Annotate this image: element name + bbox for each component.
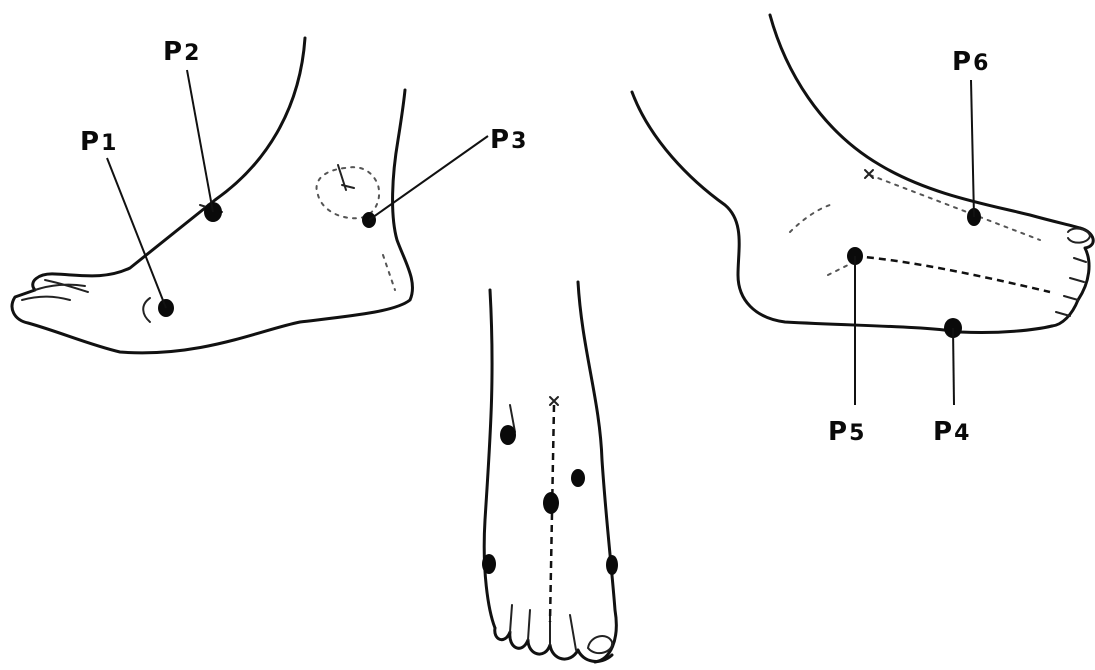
point-p1-letter: P bbox=[80, 127, 99, 157]
point-p2-letter: P bbox=[163, 37, 182, 67]
center-foot-x-mark bbox=[550, 397, 558, 405]
left-foot-heel-dots bbox=[383, 255, 395, 290]
point-p3-label: P3 bbox=[490, 125, 526, 155]
left-foot-ankle-mark bbox=[338, 165, 354, 190]
point-p3-leader bbox=[369, 136, 488, 220]
right-foot-lower-dotted bbox=[828, 265, 848, 275]
point-p3-number: 3 bbox=[511, 129, 526, 154]
center-foot-dot-upper-right bbox=[571, 469, 585, 487]
point-p4-label: P4 bbox=[933, 417, 969, 447]
point-p1-number: 1 bbox=[101, 131, 116, 156]
center-foot-left-outline bbox=[484, 290, 495, 628]
center-foot-toes bbox=[495, 628, 612, 661]
right-foot-top-outline bbox=[770, 15, 1080, 228]
center-foot-figure bbox=[482, 282, 618, 662]
right-foot-arch-dotted bbox=[790, 205, 830, 232]
point-p2-label: P2 bbox=[163, 37, 199, 67]
right-foot-mid-dashed-line bbox=[855, 256, 1050, 292]
point-p4-number: 4 bbox=[954, 421, 969, 446]
point-p2: P2 bbox=[163, 37, 222, 222]
point-p4: P4 bbox=[933, 318, 969, 447]
point-p5-number: 5 bbox=[849, 421, 864, 446]
left-foot-ankle-region bbox=[317, 167, 380, 218]
point-p5: P5 bbox=[828, 247, 864, 447]
center-foot-right-outline bbox=[578, 282, 616, 662]
right-foot-x-mark bbox=[865, 170, 873, 178]
center-foot-big-toe-nail bbox=[588, 636, 612, 653]
point-p4-letter: P bbox=[933, 417, 952, 447]
point-p6-letter: P bbox=[952, 47, 971, 77]
point-p6-label: P6 bbox=[952, 47, 988, 77]
point-p3-letter: P bbox=[490, 125, 509, 155]
point-p2-number: 2 bbox=[184, 41, 199, 66]
center-foot-dot-mid bbox=[543, 492, 559, 514]
point-p3: P3 bbox=[362, 125, 526, 228]
point-p1: P1 bbox=[80, 127, 174, 317]
point-p4-leader bbox=[953, 328, 954, 405]
center-foot-dot-lower-right bbox=[606, 555, 618, 575]
point-p1-leader bbox=[107, 158, 166, 308]
point-p6-leader bbox=[971, 80, 974, 217]
center-foot-dot-upper-left bbox=[500, 425, 516, 445]
left-foot-crease bbox=[143, 298, 150, 322]
point-p6-number: 6 bbox=[973, 51, 988, 76]
left-foot-outline-upper bbox=[12, 38, 412, 353]
point-p2-leader bbox=[187, 70, 213, 212]
right-foot-figure bbox=[632, 15, 1093, 333]
right-foot-upper-dotted-line bbox=[870, 175, 1040, 240]
point-p5-letter: P bbox=[828, 417, 847, 447]
point-p1-label: P1 bbox=[80, 127, 116, 157]
left-foot-figure bbox=[12, 38, 412, 353]
center-foot-toe-separators bbox=[510, 605, 576, 650]
center-foot-dot-lower-left bbox=[482, 554, 496, 574]
right-foot-heel-outline bbox=[632, 92, 1052, 333]
point-p5-label: P5 bbox=[828, 417, 864, 447]
right-foot-toe-nails bbox=[1056, 229, 1090, 316]
